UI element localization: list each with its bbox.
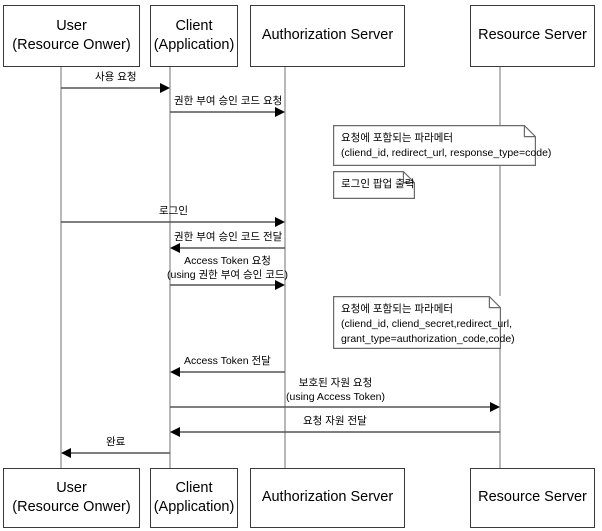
participant-header-client[interactable]: Client (Application) xyxy=(150,5,238,67)
participant-name-line1: Resource Server xyxy=(478,27,587,44)
note-login-popup[interactable]: 로그인 팝업 출력 xyxy=(333,171,415,199)
participant-name-line1: Authorization Server xyxy=(261,27,394,44)
message-label-access-token-request: Access Token 요청 (using 권한 부여 승인 코드) xyxy=(167,255,288,282)
message-label-complete: 완료 xyxy=(106,436,125,450)
message-text: Access Token 요청 xyxy=(184,255,271,267)
message-label-authorization-code-request: 권한 부여 승인 코드 요청 xyxy=(174,95,282,109)
participant-footer-resource-server[interactable]: Resource Server xyxy=(470,468,595,528)
message-text: 권한 부여 승인 코드 전달 xyxy=(174,231,283,243)
participant-name-line1: Client xyxy=(175,17,213,34)
participant-header-authorization-server[interactable]: Authorization Server xyxy=(250,5,405,67)
note-body: 로그인 팝업 출력 xyxy=(333,171,415,199)
participant-footer-authorization-server[interactable]: Authorization Server xyxy=(250,468,405,528)
message-label-login: 로그인 xyxy=(159,205,188,219)
participant-name-line1: User xyxy=(56,479,87,496)
message-text: 권한 부여 승인 코드 요청 xyxy=(174,95,283,107)
note-shape-icon xyxy=(333,296,501,349)
note-authorization-request-params[interactable]: 요청에 포함되는 파라메터 (cliend_id, redirect_url, … xyxy=(333,125,552,166)
message-text: Access Token 전달 xyxy=(184,355,271,367)
participant-name-line1: Authorization Server xyxy=(261,489,394,506)
note-line: (cliend_id, redirect_url, response_type=… xyxy=(341,147,552,160)
message-label-usage-request: 사용 요청 xyxy=(95,71,137,85)
participant-name-line2: (Resource Onwer) xyxy=(12,499,131,515)
message-text: 사용 요청 xyxy=(95,71,137,83)
note-line: 요청에 포함되는 파라메터 xyxy=(341,132,454,144)
participant-name-line1: Client xyxy=(175,479,213,496)
note-token-request-params[interactable]: 요청에 포함되는 파라메터 (cliend_id, cliend_secret,… xyxy=(333,296,515,349)
participant-name-line1: User xyxy=(56,17,87,34)
participant-name-line2: (Resource Onwer) xyxy=(12,37,131,53)
participant-name-line1: Resource Server xyxy=(478,489,587,506)
note-body: 요청에 포함되는 파라메터 (cliend_id, redirect_url, … xyxy=(333,125,552,166)
participant-header-user[interactable]: User (Resource Onwer) xyxy=(3,5,140,67)
message-subtext: (using 권한 부여 승인 코드) xyxy=(167,268,289,281)
message-text: 보호된 자원 요청 xyxy=(298,377,373,389)
message-text: 로그인 xyxy=(159,205,188,217)
note-line: grant_type=authorization_code,code) xyxy=(341,333,515,346)
note-line: 로그인 팝업 출력 xyxy=(341,178,415,190)
note-line: (cliend_id, cliend_secret,redirect_url, xyxy=(341,318,512,331)
message-text: 완료 xyxy=(106,436,126,448)
note-shape-icon xyxy=(333,171,415,199)
participant-footer-user[interactable]: User (Resource Onwer) xyxy=(3,468,140,528)
note-shape-icon xyxy=(333,125,536,166)
message-subtext: (using Access Token) xyxy=(286,390,386,403)
note-body: 요청에 포함되는 파라메터 (cliend_id, cliend_secret,… xyxy=(333,296,515,349)
message-label-authorization-code-delivery: 권한 부여 승인 코드 전달 xyxy=(174,231,282,245)
message-text: 요청 자원 전달 xyxy=(303,415,367,427)
message-label-protected-resource-request: 보호된 자원 요청 (using Access Token) xyxy=(286,377,385,404)
participant-footer-client[interactable]: Client (Application) xyxy=(150,468,238,528)
participant-name-line2: (Application) xyxy=(153,499,235,515)
note-line: 요청에 포함되는 파라메터 xyxy=(341,303,454,315)
participant-header-resource-server[interactable]: Resource Server xyxy=(470,5,595,67)
message-label-requested-resource-delivery: 요청 자원 전달 xyxy=(303,415,367,429)
participant-name-line2: (Application) xyxy=(153,37,235,53)
message-label-access-token-delivery: Access Token 전달 xyxy=(184,355,271,369)
